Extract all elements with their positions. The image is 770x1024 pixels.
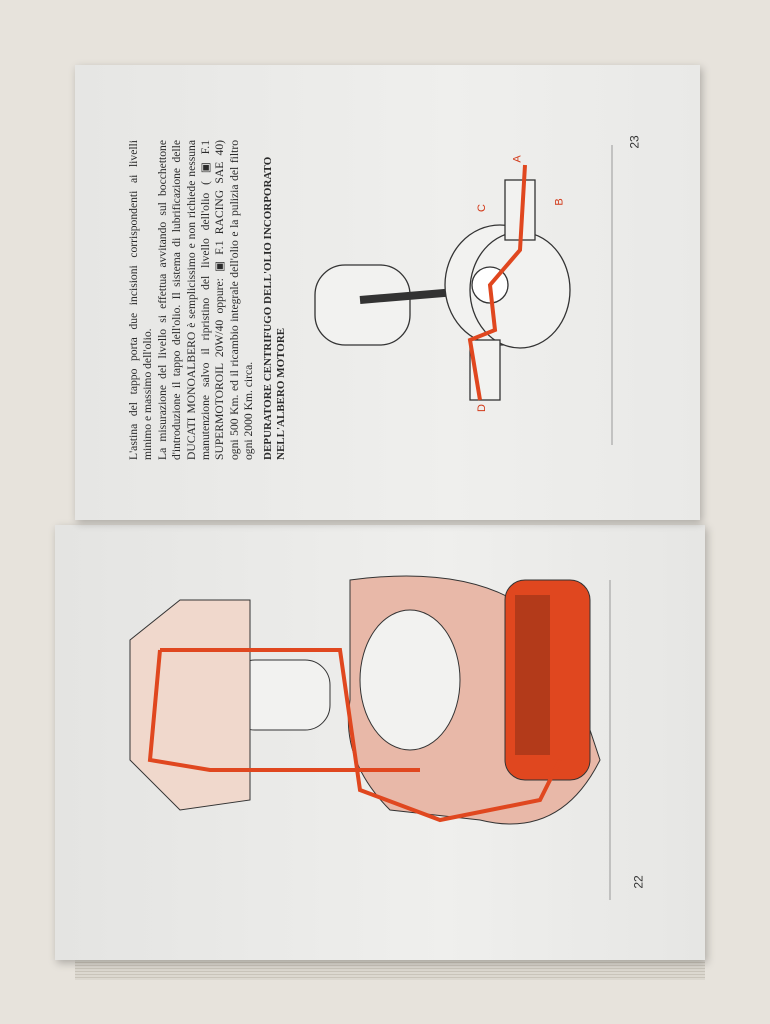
flywheel — [359, 609, 461, 751]
engine-lubrication-diagram — [129, 575, 611, 900]
centrifugal-filter-diagram — [314, 164, 571, 401]
oil-filter — [515, 595, 550, 755]
diagram-label-b: B — [553, 198, 566, 206]
piston — [314, 264, 411, 346]
cylinder-head — [129, 599, 251, 811]
oil-circuit — [160, 648, 562, 823]
paragraph: La misurazione del livello si effettua a… — [155, 140, 256, 460]
oil-path — [467, 164, 527, 401]
diagram-label-d: D — [475, 404, 488, 412]
diagram-label-c: C — [475, 204, 488, 212]
paragraph: L'astina del tappo porta due incisioni c… — [127, 140, 155, 460]
section-heading: DEPURATORE CENTRIFUGO DELL'OLIO INCORPOR… — [262, 156, 287, 460]
page-number-22: 22 — [631, 875, 646, 889]
diagram-label-a: A — [511, 155, 524, 163]
body-text: L'astina del tappo porta due incisioni c… — [127, 140, 255, 460]
page-number-23: 23 — [627, 135, 642, 149]
